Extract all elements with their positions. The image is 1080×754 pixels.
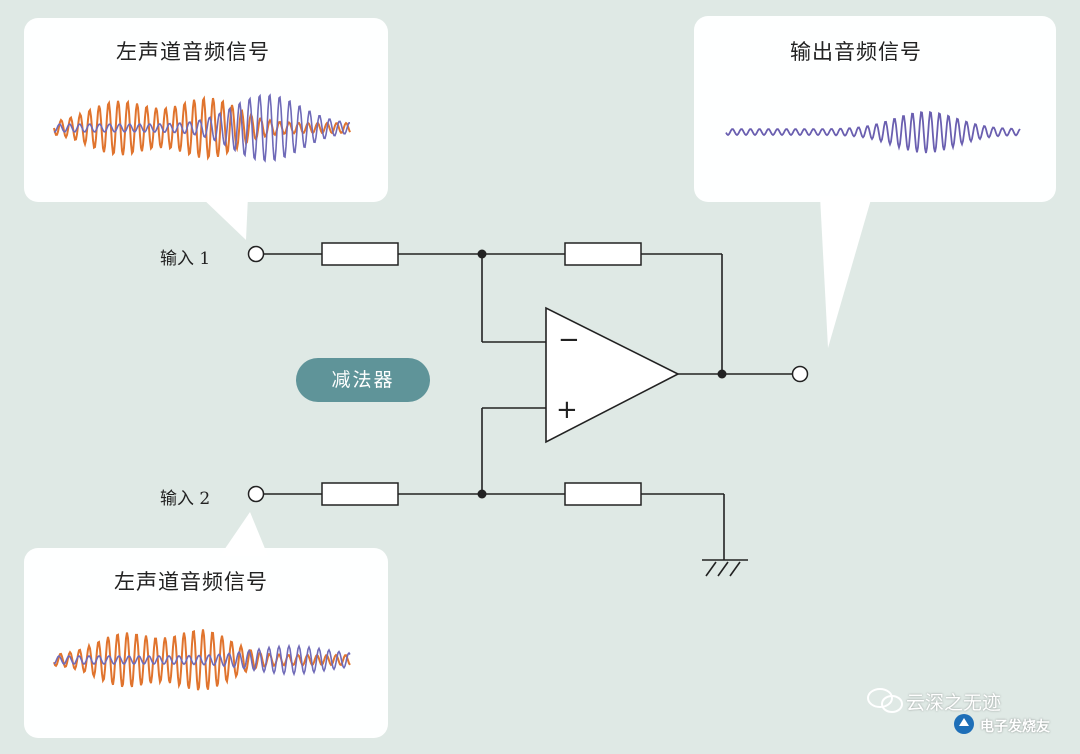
input1-label: 输入 1 bbox=[160, 249, 211, 269]
junction-dot bbox=[477, 489, 487, 499]
watermark-text: 云深之无迹 bbox=[906, 692, 1002, 714]
watermark: 云深之无迹 电子发烧友 bbox=[862, 684, 1072, 744]
resistor-feedback bbox=[564, 242, 642, 266]
input2-label: 输入 2 bbox=[160, 489, 211, 509]
input-bottom-title: 左声道音频信号 bbox=[114, 570, 268, 594]
output-title: 输出音频信号 bbox=[790, 40, 922, 64]
bubble-output bbox=[694, 16, 1056, 348]
terminal-output bbox=[791, 365, 809, 383]
op-amp-plus: + bbox=[556, 395, 578, 425]
op-amp-minus: − bbox=[558, 325, 580, 355]
wave-output bbox=[725, 110, 1021, 154]
chat-icon bbox=[867, 688, 903, 713]
subtractor-label: 减法器 bbox=[296, 358, 430, 402]
terminal-input1 bbox=[247, 245, 265, 263]
wave-input-bottom-orange bbox=[53, 629, 351, 691]
junction-dot bbox=[477, 249, 487, 259]
logo-icon bbox=[954, 714, 974, 734]
resistor-r1 bbox=[321, 242, 399, 266]
watermark-sub: 电子发烧友 bbox=[980, 719, 1050, 735]
resistor-r2 bbox=[321, 482, 399, 506]
wave-input-bottom-blue bbox=[53, 643, 351, 677]
bubble-input-bottom bbox=[24, 512, 388, 738]
resistor-ground bbox=[564, 482, 642, 506]
circuit bbox=[264, 253, 792, 577]
junction-dot bbox=[717, 369, 727, 379]
op-amp-triangle bbox=[545, 306, 680, 444]
wave-input-top-blue bbox=[53, 93, 351, 163]
terminal-input2 bbox=[247, 485, 265, 503]
input-top-title: 左声道音频信号 bbox=[116, 40, 270, 64]
wave-input-top-orange bbox=[53, 95, 351, 161]
